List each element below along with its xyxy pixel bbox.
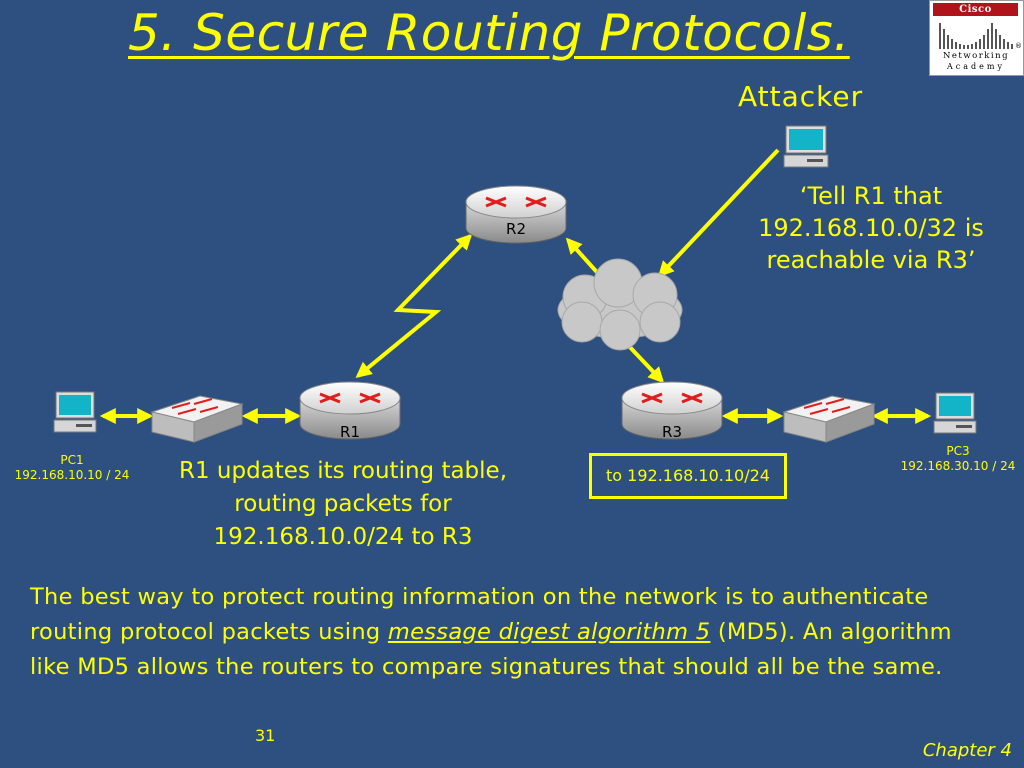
cisco-bridge-icon — [939, 23, 1013, 49]
attacker-label: Attacker — [738, 80, 864, 113]
cisco-networking-academy-logo: Cisco Systems ® Networking Academy — [929, 0, 1024, 76]
pc1-computer-icon — [53, 391, 97, 433]
cisco-brand: Cisco Systems — [933, 3, 1018, 28]
md5-paragraph: The best way to protect routing informat… — [30, 580, 990, 685]
attacker-computer-icon — [783, 125, 829, 168]
logo-networking-text: Networking — [942, 51, 1010, 61]
switch-3-icon — [782, 395, 876, 443]
destination-text: to 192.168.10.10/24 — [606, 466, 770, 485]
link-r1-r2-serial — [355, 233, 473, 379]
link-attacker-cloud — [657, 148, 780, 278]
network-cloud-icon — [557, 258, 683, 351]
destination-box: to 192.168.10.10/24 — [589, 453, 787, 499]
router-r2-label: R2 — [506, 220, 526, 238]
paragraph-before: The best way to protect routing informat… — [30, 584, 929, 645]
chapter-label: Chapter 4 — [922, 740, 1012, 761]
paragraph-after: (MD5). An algorithm like MD5 allows the … — [30, 619, 952, 680]
logo-academy-text: Academy — [947, 62, 1005, 71]
pc3-label: PC3 192.168.30.10 / 24 — [888, 444, 1024, 474]
router-r1-label: R1 — [340, 423, 360, 441]
pc1-label: PC1 192.168.10.10 / 24 — [2, 453, 142, 483]
slide-number: 31 — [255, 726, 276, 745]
link-cloud-r3 — [624, 341, 665, 384]
switch-1-icon — [150, 395, 244, 443]
pc3-ip: 192.168.30.10 / 24 — [900, 459, 1016, 473]
attacker-message: ‘Tell R1 that 192.168.10.0/32 is reachab… — [758, 182, 984, 274]
md5-link[interactable]: message digest algorithm 5 — [387, 619, 711, 645]
r1-update-caption: R1 updates its routing table, routing pa… — [178, 458, 508, 550]
pc3-name: PC3 — [946, 444, 970, 458]
pc3-computer-icon — [933, 392, 977, 434]
router-r2-icon — [465, 185, 567, 244]
slide-title: 5. Secure Routing Protocols. — [128, 4, 850, 62]
router-r1-icon — [299, 381, 401, 440]
router-r3-icon — [621, 381, 723, 440]
registered-mark: ® — [1015, 42, 1022, 50]
pc1-name: PC1 — [60, 453, 84, 467]
pc1-ip: 192.168.10.10 / 24 — [14, 468, 130, 482]
router-r3-label: R3 — [662, 423, 682, 441]
